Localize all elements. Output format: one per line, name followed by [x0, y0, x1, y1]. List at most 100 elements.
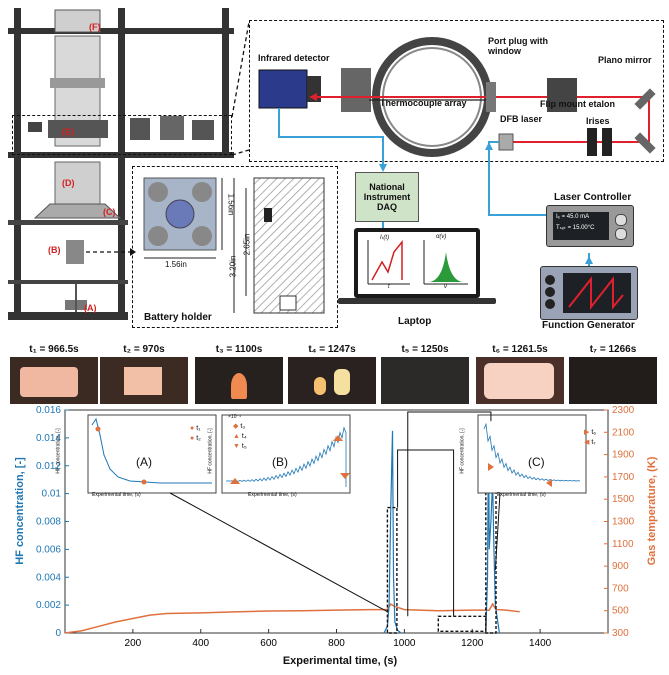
x-tick-label: 400 — [192, 638, 209, 649]
y-right-tick-label: 1900 — [612, 450, 635, 461]
photo-label-t6: t₆ = 1261.5s — [492, 344, 548, 355]
label-port-plug: Port plug with window — [488, 36, 548, 56]
battery-holder-title: Battery holder — [144, 312, 212, 323]
inset-a-marker-t2 — [141, 479, 147, 485]
inset-c-label: (C) — [528, 455, 545, 469]
battery-holder-drawing — [143, 177, 325, 314]
rig-label-e: (E) — [62, 127, 74, 137]
label-laptop: Laptop — [398, 316, 432, 327]
inset-b-series — [225, 426, 347, 487]
inset-frame — [87, 414, 217, 494]
inset-b-label: (B) — [272, 455, 288, 469]
controller-knob-icon — [615, 228, 627, 240]
inset-a-legend: ● t₁ ● t₂ — [190, 425, 201, 442]
x-tick-label: 600 — [260, 638, 277, 649]
plot1-xlabel: t — [388, 284, 390, 290]
y-right-tick-label: 700 — [612, 583, 629, 594]
legend-t7: t₇ — [591, 439, 596, 446]
inset-c-xlabel: Experimental time, (s) — [497, 492, 546, 498]
label-irises: Irises — [586, 116, 610, 126]
label-infrared-detector: Infrared detector — [258, 53, 330, 63]
inset-frame — [221, 414, 351, 494]
inset-a-xlabel: Experimental time, (s) — [92, 492, 141, 498]
arrow-path-b — [397, 449, 455, 617]
legend-t6: t₆ — [591, 429, 597, 436]
temperature-series — [64, 602, 520, 634]
plot1-ylabel: Iₜ(t) — [380, 235, 390, 241]
legend-t1: t₁ — [196, 425, 201, 432]
photo-label-t5: t₅ = 1250s — [401, 344, 449, 355]
x-tick-label: 200 — [125, 638, 142, 649]
y-right-tick-label: 1300 — [612, 517, 635, 528]
inset-b-xlabel: Experimental time, (s) — [248, 492, 297, 498]
label-function-generator: Function Generator — [542, 320, 635, 331]
arrow-inset-c — [494, 492, 501, 571]
legend-t2: t₂ — [196, 435, 201, 442]
y-axis-left-title: HF concentration, [-] — [14, 457, 26, 565]
y-left-tick-label: 0.012 — [36, 461, 61, 472]
x-tick-label: 1000 — [393, 638, 416, 649]
daq-box: National Instrument DAQ — [355, 172, 419, 222]
y-right-tick-label: 900 — [612, 561, 629, 572]
inset-c-marker-t6 — [488, 463, 494, 471]
inset-a-label: (A) — [136, 455, 152, 469]
y-left-tick-label: 0.002 — [36, 600, 61, 611]
photo-label-t1: t₁ = 966.5s — [29, 344, 79, 355]
arrow-path — [407, 411, 492, 617]
controller-current: Iₑ = 45.0 mA — [556, 214, 590, 220]
photo-t1 — [10, 357, 98, 404]
optics-panel — [249, 20, 664, 162]
label-laser-controller: Laser Controller — [554, 192, 632, 203]
rig-label-d: (D) — [62, 178, 75, 188]
rig-label-b: (B) — [48, 245, 61, 255]
arrow-inset-a — [169, 492, 389, 613]
plot2-ylabel: α(ν) — [436, 234, 447, 240]
x-tick-label: 800 — [328, 638, 345, 649]
battery-holder-panel — [132, 166, 338, 328]
photo-t2 — [100, 357, 188, 404]
sawtooth-display — [563, 273, 631, 313]
highlight-box-a — [386, 506, 398, 634]
label-thermocouple: Thermocouple array — [380, 98, 467, 108]
inset-c-legend: ▶ t₆ ◀ t₇ — [584, 429, 597, 446]
laser-controller: Iₑ = 45.0 mA Tₛₑₜ = 15.00°C — [546, 205, 634, 247]
laptop-screen-plots — [367, 239, 468, 285]
legend-t5: t₅ — [241, 443, 247, 450]
y-right-tick-label: 2300 — [612, 405, 635, 416]
y-axis-right-title: Gas temperature, (K) — [646, 456, 658, 566]
plot2-xlabel: ν — [444, 284, 447, 290]
y-right-tick-label: 500 — [612, 606, 629, 617]
legend-t4: t₄ — [241, 433, 247, 440]
photo-t6 — [476, 357, 564, 404]
highlight-box-b — [437, 615, 487, 633]
function-generator — [540, 266, 638, 320]
laptop: Iₜ(t) t α(ν) ν — [354, 228, 480, 298]
photo-t4 — [288, 357, 376, 404]
inset-b-marker-t3 — [230, 478, 240, 484]
hf-temperature-chart: 00.0020.0040.0060.0080.010.0120.0140.016… — [36, 405, 635, 649]
y-left-tick-label: 0.014 — [36, 433, 61, 444]
x-axis-title: Experimental time, (s) — [282, 655, 398, 667]
rig-e-highlight — [12, 115, 232, 155]
y-left-tick-label: 0.01 — [42, 489, 62, 500]
controller-temp: Tₛₑₜ = 15.00°C — [556, 225, 595, 231]
inset-a-marker-t1 — [95, 426, 101, 432]
y-left-tick-label: 0.006 — [36, 544, 61, 555]
inset-c-marker-t7 — [546, 479, 552, 487]
x-tick-label: 1400 — [529, 638, 552, 649]
y-right-tick-label: 300 — [612, 628, 629, 639]
connector-lines — [86, 21, 250, 256]
photo-label-t3: t₃ = 1100s — [215, 344, 263, 355]
y-left-tick-label: 0.008 — [36, 517, 61, 528]
rig-label-c: (C) — [103, 207, 116, 217]
inset-b-scale: ×10⁻⁴ — [228, 414, 242, 420]
controller-knob-icon — [615, 214, 627, 226]
dim-width: 1.56in — [165, 260, 187, 269]
y-left-tick-label: 0.004 — [36, 572, 61, 583]
inset-b-ylabel: HF concentration, [-] — [207, 428, 214, 474]
y-right-tick-label: 1100 — [612, 539, 634, 550]
inset-a-series — [91, 417, 212, 484]
photo-label-t4: t₄ = 1247s — [308, 344, 356, 355]
laptop-base — [338, 298, 496, 304]
